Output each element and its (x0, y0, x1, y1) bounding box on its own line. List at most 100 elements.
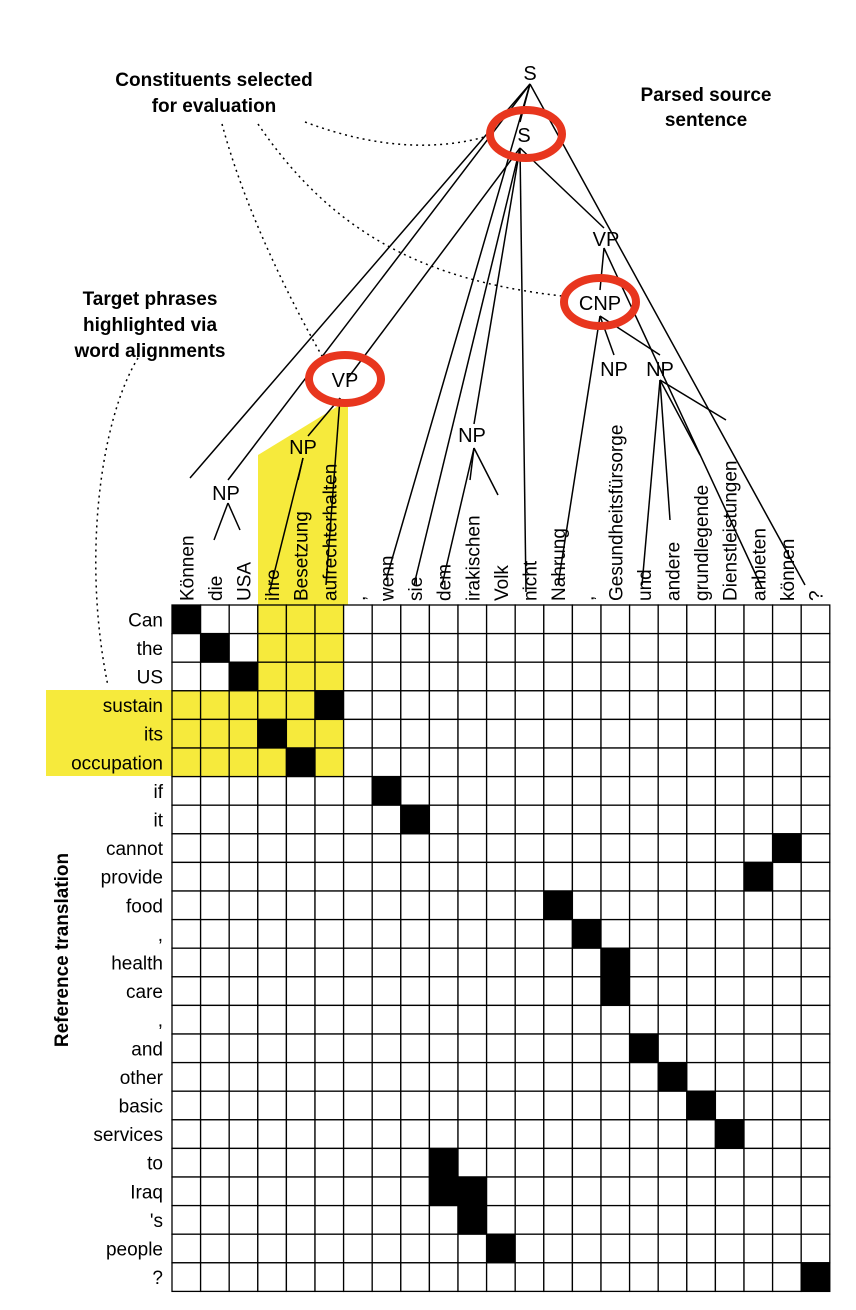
tree-nodes: S S VP CNP NP NP VP NP NP NP (212, 63, 674, 505)
target-word: its (144, 725, 163, 746)
alignment-cell (743, 1119, 774, 1150)
alignment-cell (314, 1061, 345, 1092)
alignment-cell (285, 833, 316, 864)
alignment-cell (628, 833, 659, 864)
alignment-cell (171, 1233, 202, 1264)
alignment-cell (171, 1204, 202, 1235)
alignment-cell (571, 775, 602, 806)
alignment-cell (285, 861, 316, 892)
alignment-cell (771, 1033, 802, 1064)
alignment-cell (228, 1090, 259, 1121)
alignment-cell-filled (199, 632, 230, 663)
alignment-cell (714, 1147, 745, 1178)
alignment-cell (371, 1119, 402, 1150)
alignment-cell-filled (228, 661, 259, 692)
alignment-cell (199, 747, 230, 778)
alignment-cell (371, 1090, 402, 1121)
alignment-cell (657, 833, 688, 864)
alignment-cell (714, 747, 745, 778)
alignment-cell (800, 1233, 831, 1264)
alignment-cell (457, 890, 488, 921)
alignment-cell (657, 1090, 688, 1121)
alignment-grid (171, 604, 831, 1293)
selected-constituent-rings (305, 106, 640, 407)
alignment-cell (228, 861, 259, 892)
alignment-cell (543, 747, 574, 778)
alignment-cell (771, 1262, 802, 1293)
alignment-cell (457, 604, 488, 635)
alignment-cell (571, 661, 602, 692)
alignment-cell (285, 976, 316, 1007)
node-np-5: NP (212, 483, 240, 505)
alignment-cell (342, 632, 373, 663)
alignment-cell (171, 747, 202, 778)
target-word: occupation (71, 753, 163, 774)
alignment-cell (543, 1176, 574, 1207)
alignment-cell (657, 1233, 688, 1264)
alignment-cell (600, 718, 631, 749)
alignment-cell (314, 1119, 345, 1150)
alignment-cell (314, 775, 345, 806)
alignment-cell-filled (428, 1176, 459, 1207)
alignment-cell (342, 947, 373, 978)
alignment-cell (428, 1004, 459, 1035)
alignment-cell-filled (628, 1033, 659, 1064)
alignment-cell (514, 661, 545, 692)
alignment-cell (228, 1119, 259, 1150)
alignment-cell (457, 1119, 488, 1150)
alignment-cell (199, 1147, 230, 1178)
target-word: ? (152, 1268, 163, 1289)
alignment-cell (428, 833, 459, 864)
source-word: Besetzung (292, 511, 313, 601)
alignment-cell (199, 604, 230, 635)
alignment-cell (171, 918, 202, 949)
alignment-cell (400, 1204, 431, 1235)
note-selected-line1: Constituents selected (115, 70, 312, 91)
target-word: sustain (103, 696, 163, 717)
alignment-cell (428, 661, 459, 692)
alignment-cell (800, 1176, 831, 1207)
alignment-cell (400, 918, 431, 949)
source-word: Dienstleistungen (721, 461, 742, 601)
alignment-cell (800, 947, 831, 978)
alignment-cell (628, 1204, 659, 1235)
alignment-cell (686, 890, 717, 921)
alignment-cell (514, 1033, 545, 1064)
alignment-cell (686, 1061, 717, 1092)
alignment-cell (514, 718, 545, 749)
alignment-cell (543, 918, 574, 949)
alignment-cell (686, 747, 717, 778)
alignment-cell (514, 604, 545, 635)
alignment-cell (600, 1004, 631, 1035)
alignment-cell (257, 661, 288, 692)
source-word: wenn (378, 556, 399, 602)
alignment-cell (342, 1147, 373, 1178)
alignment-cell (400, 775, 431, 806)
alignment-cell (771, 604, 802, 635)
highlight-target-phrase (46, 690, 172, 776)
alignment-cell (743, 1033, 774, 1064)
alignment-cell (285, 1233, 316, 1264)
alignment-cell (800, 1004, 831, 1035)
alignment-cell (686, 947, 717, 978)
alignment-cell (371, 690, 402, 721)
alignment-cell (371, 1204, 402, 1235)
alignment-cell (714, 775, 745, 806)
source-word: und (635, 569, 656, 601)
alignment-cell (686, 604, 717, 635)
alignment-cell (686, 861, 717, 892)
alignment-cell (485, 718, 516, 749)
alignment-cell (800, 890, 831, 921)
alignment-cell (228, 833, 259, 864)
target-word: 's (150, 1211, 163, 1232)
alignment-cell (514, 1204, 545, 1235)
alignment-cell (485, 1004, 516, 1035)
alignment-cell (342, 1176, 373, 1207)
alignment-cell (657, 1119, 688, 1150)
alignment-cell (686, 1119, 717, 1150)
alignment-cell (485, 747, 516, 778)
alignment-cell (228, 976, 259, 1007)
alignment-cell (199, 804, 230, 835)
alignment-cell-filled (686, 1090, 717, 1121)
alignment-cell (199, 918, 230, 949)
